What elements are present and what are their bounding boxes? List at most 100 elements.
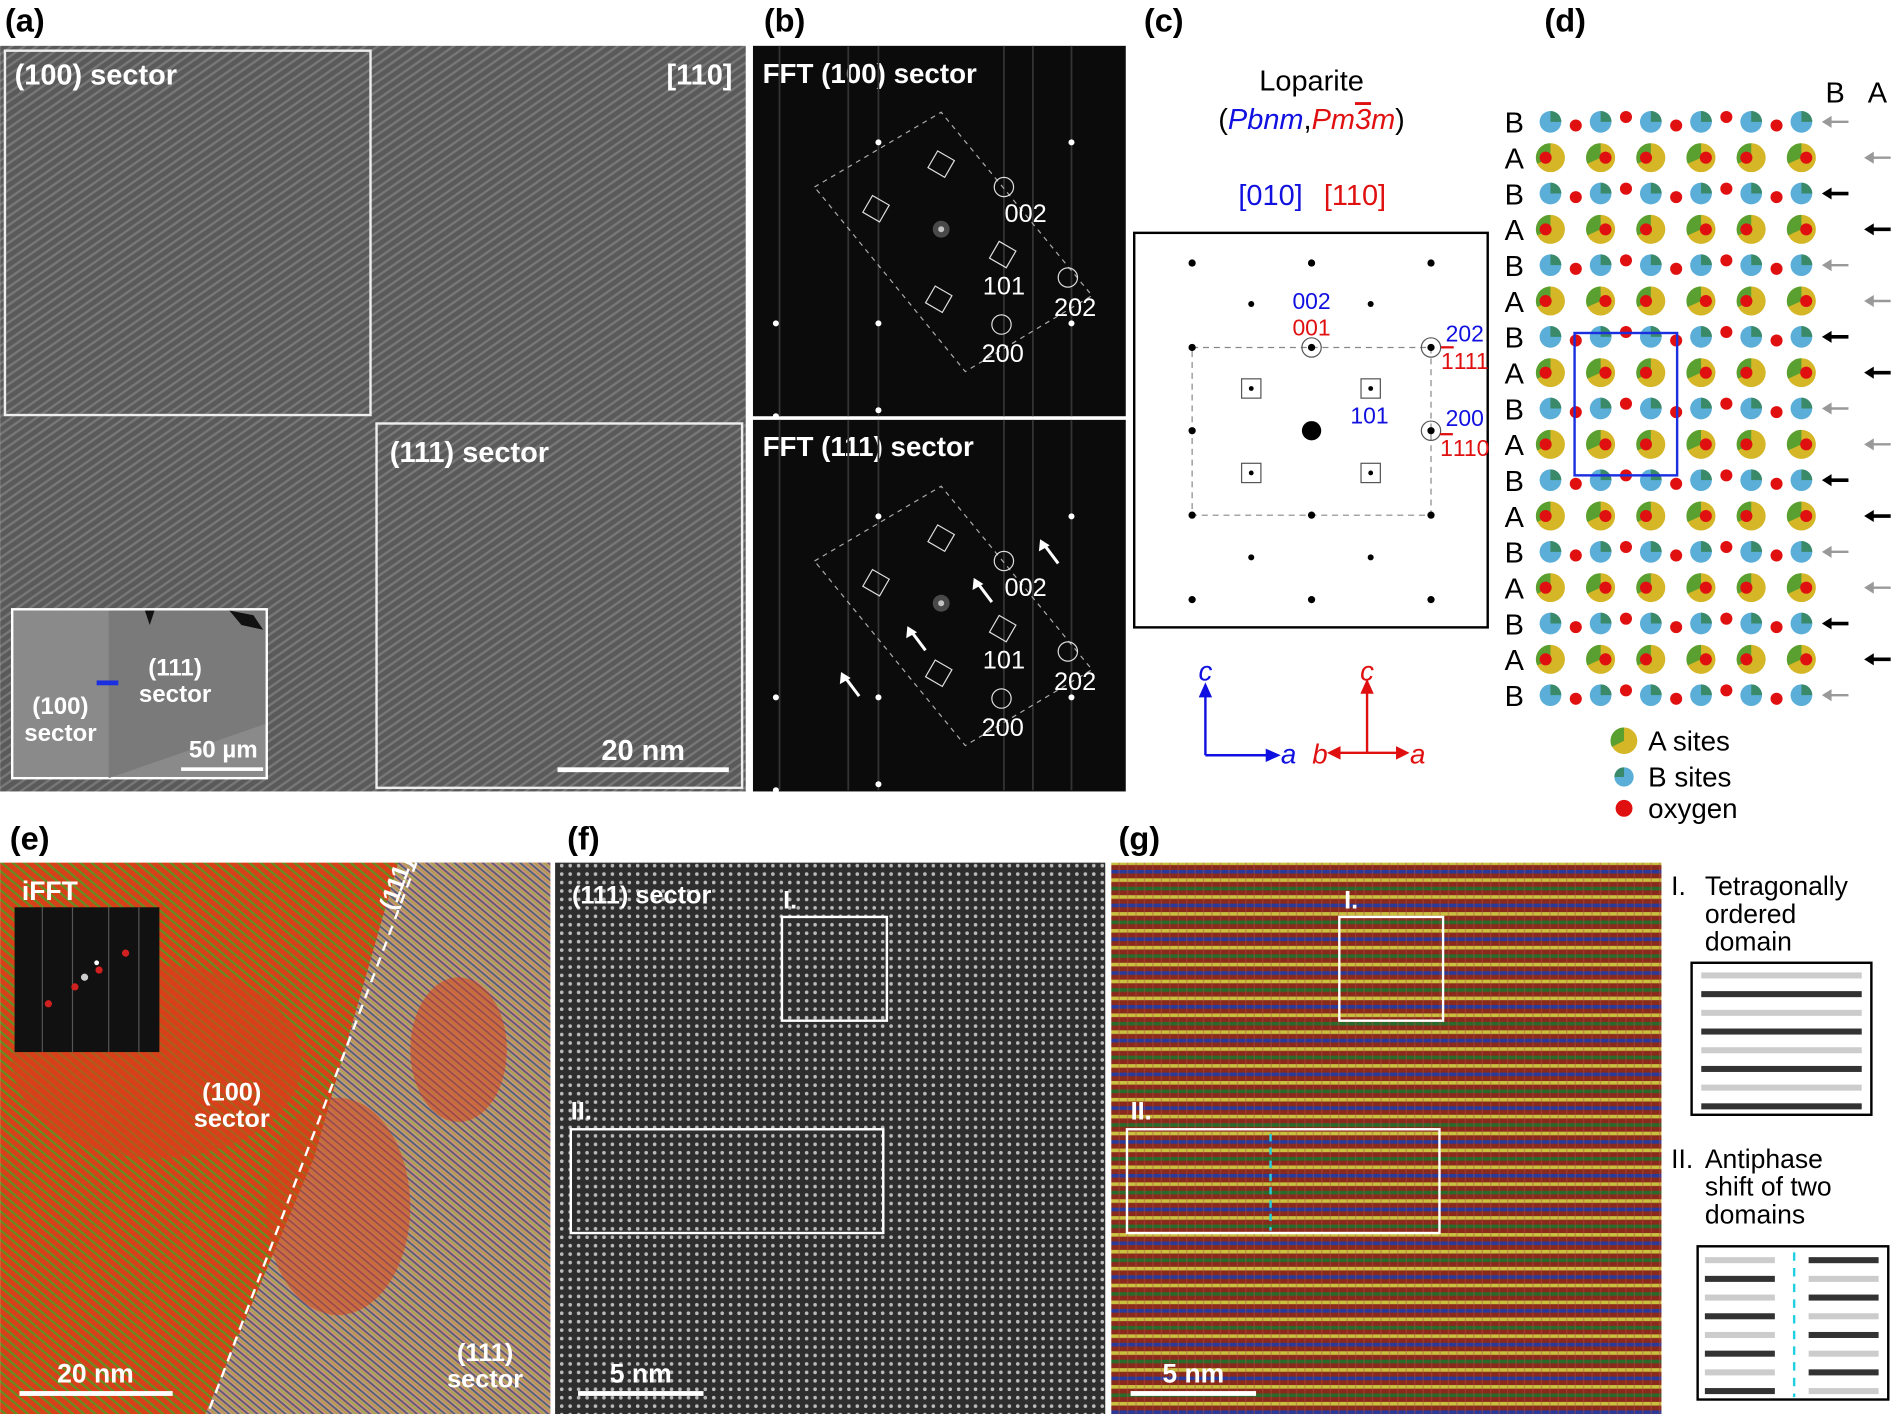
- a-site-shade: [1686, 644, 1702, 666]
- axis-a-red: a: [1410, 739, 1425, 770]
- a-site-shade: [1686, 286, 1702, 308]
- oxygen-atom: [1639, 223, 1653, 236]
- scale-bar: [578, 1391, 704, 1396]
- b-site-shade: [1550, 397, 1562, 409]
- reflection-dot: [1307, 511, 1316, 519]
- diffraction-spot: [1068, 320, 1075, 327]
- row-label: B: [1505, 609, 1524, 641]
- reflection-dot: [1368, 386, 1374, 391]
- legend-ii-line3: domains: [1705, 1199, 1805, 1229]
- spot-index-101: 101: [983, 646, 1025, 674]
- layer-bar: [1701, 1009, 1862, 1016]
- blue-marker: [96, 680, 119, 686]
- a-site-shade: [1686, 143, 1702, 164]
- arrow-icon: [909, 630, 927, 652]
- oxygen-atom: [1599, 151, 1612, 164]
- layer-bar: [1701, 1028, 1862, 1035]
- inset-scale-bar: [181, 767, 264, 771]
- b-site-shade: [1650, 254, 1662, 266]
- fundamental-spot-marker: [993, 176, 1015, 198]
- ordered-domain-schematic: [1690, 961, 1873, 1116]
- b-site-shade: [1600, 110, 1612, 122]
- antiphase-schematic: [1696, 1245, 1890, 1401]
- oxygen-atom: [1619, 684, 1633, 697]
- reflection-dot: [1188, 343, 1196, 352]
- b-site-shade: [1650, 397, 1662, 409]
- reflection-dot: [1248, 470, 1254, 476]
- row-label: A: [1505, 144, 1525, 176]
- b-site-shade: [1701, 254, 1712, 266]
- b-site-shade: [1751, 182, 1763, 194]
- oxygen-atom: [1619, 397, 1633, 410]
- superlattice-spot-marker: [862, 568, 891, 597]
- b-site-shade: [1801, 254, 1813, 266]
- diffraction-spot: [1068, 694, 1075, 701]
- arrow-icon: [843, 675, 861, 698]
- oxygen-atom: [1720, 110, 1733, 124]
- b-site-shade: [1550, 684, 1562, 696]
- oxygen-atom: [1740, 509, 1753, 523]
- sector-boundary: [206, 862, 418, 1414]
- sector-100-label: (100): [202, 1078, 261, 1106]
- unit-cell-box: [1573, 331, 1679, 477]
- superlattice-spot-marker: [924, 285, 953, 314]
- index-m110: 1110: [1440, 435, 1489, 461]
- a-site-shade: [1786, 358, 1802, 379]
- inset-scale-label: 50 µm: [189, 737, 258, 764]
- oxygen-atom: [1619, 540, 1633, 554]
- panel-f-haadf: (111) sector I. II. 5 nm: [555, 862, 1106, 1414]
- oxygen-atom: [1740, 294, 1753, 308]
- arrowhead-icon: [1038, 539, 1050, 552]
- row-label: A: [1505, 645, 1525, 677]
- oxygen-atom: [1539, 223, 1552, 236]
- reflection-dot: [1188, 259, 1196, 267]
- oxygen-atom: [1699, 223, 1712, 236]
- oxygen-atom: [1720, 612, 1733, 625]
- layer-bar: [1701, 1084, 1862, 1091]
- superlattice-marker: [1240, 378, 1262, 399]
- axis-a-blue: a: [1281, 739, 1296, 770]
- layer-bar-left: [1704, 1388, 1775, 1395]
- legend-i-line1: Tetragonally: [1705, 871, 1849, 901]
- layer-bar: [1701, 991, 1862, 998]
- a-site-shade: [1586, 214, 1601, 236]
- row-arrowhead-icon: [1821, 545, 1832, 558]
- zone-axis-label: [110]: [666, 59, 732, 91]
- b-site-shade: [1701, 540, 1712, 552]
- oxygen-atom: [1800, 509, 1813, 523]
- layer-bar-right: [1808, 1257, 1879, 1264]
- superlattice-spot-marker: [862, 194, 891, 223]
- row-arrowhead-icon: [1864, 581, 1874, 594]
- oxygen-atom: [1599, 223, 1612, 236]
- diffraction-spot: [772, 413, 779, 420]
- b-site-shade: [1550, 469, 1562, 481]
- b-site-shade: [1801, 325, 1813, 337]
- b-site-shade: [1751, 254, 1763, 266]
- a-site-shade: [1786, 573, 1802, 594]
- atom-row-B: B: [1505, 609, 1849, 641]
- layer-bar-right: [1808, 1369, 1879, 1376]
- row-label: B: [1505, 179, 1524, 211]
- legend-ii-line1: Antiphase: [1705, 1144, 1823, 1174]
- atom-row-A: A: [1505, 143, 1891, 176]
- space-groups: (Pbnm,Pm3m): [1218, 104, 1405, 136]
- row-label: B: [1505, 538, 1524, 570]
- legend-b-label: B sites: [1648, 762, 1731, 793]
- atom-row-B: B: [1505, 251, 1849, 283]
- layer-bar-right: [1808, 1313, 1879, 1320]
- oxygen-atom: [1599, 509, 1612, 523]
- a-site-shade: [1686, 501, 1702, 523]
- zone-red: [110]: [1324, 180, 1386, 212]
- reflection-dot: [1307, 343, 1316, 352]
- fundamental-spot-marker: [991, 314, 1012, 335]
- diffraction-spot: [772, 694, 779, 701]
- row-label: A: [1505, 430, 1525, 462]
- oxygen-atom: [1569, 477, 1582, 490]
- diffraction-spot: [772, 787, 779, 794]
- layer-bar: [1701, 1065, 1862, 1072]
- oxygen-atom: [1539, 294, 1552, 308]
- axis-c-red: c: [1360, 655, 1374, 686]
- b-site-shade: [1600, 325, 1612, 337]
- b-site-shade: [1550, 325, 1562, 337]
